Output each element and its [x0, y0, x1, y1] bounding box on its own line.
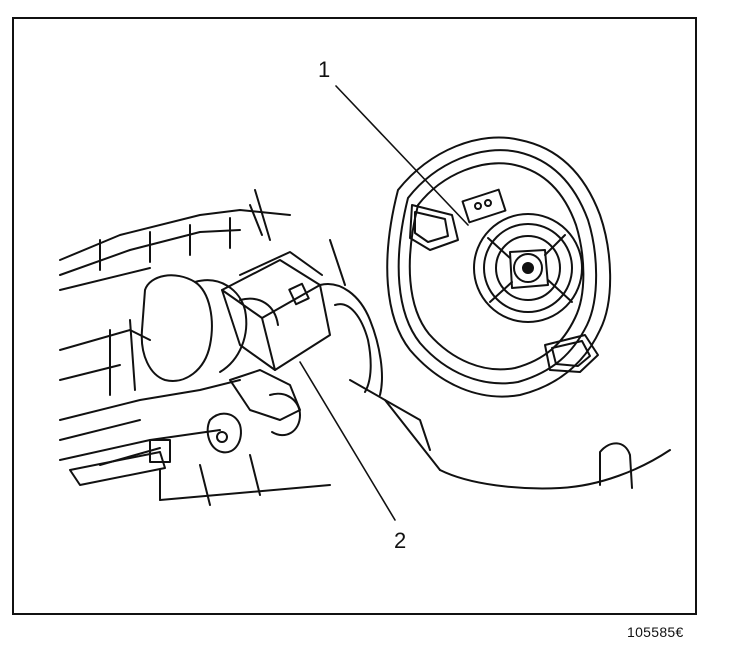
callout-2: 2 — [394, 528, 407, 553]
callout-1: 1 — [318, 57, 331, 82]
sensor-mounting-pad — [386, 136, 671, 490]
figure-id: 105585€ — [627, 624, 684, 640]
figure-frame — [12, 17, 697, 615]
leader-line-1 — [335, 85, 469, 226]
leader-line-2 — [299, 361, 396, 521]
throttle-body-assembly — [59, 189, 441, 506]
